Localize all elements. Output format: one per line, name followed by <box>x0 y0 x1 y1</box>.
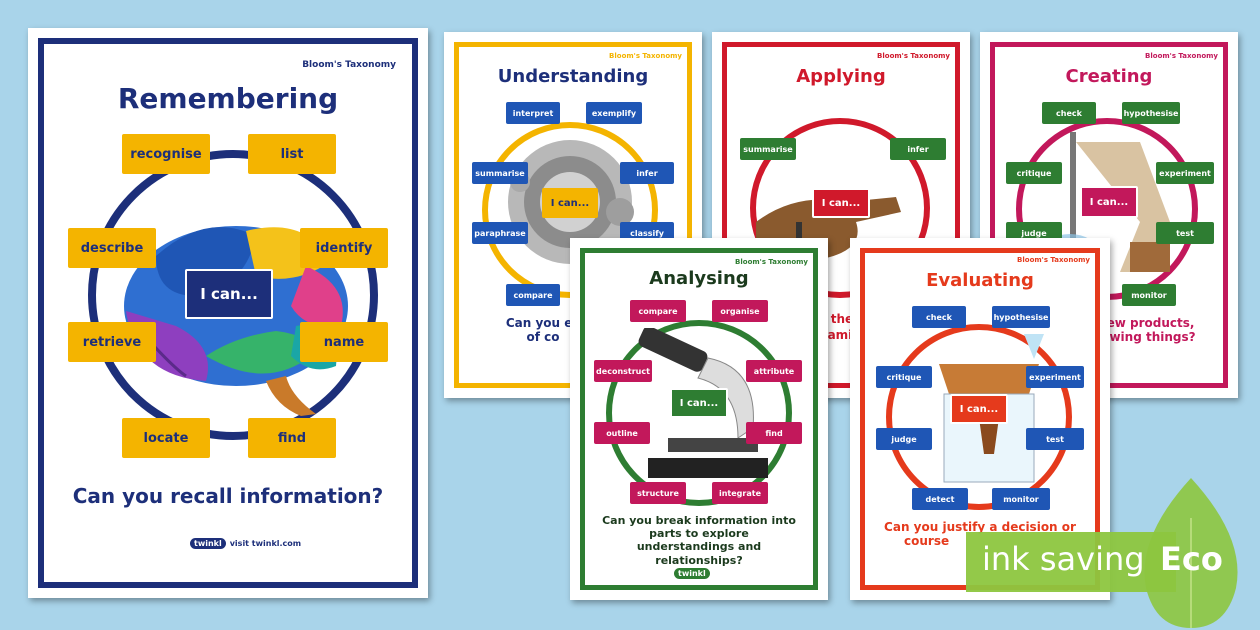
tag-monitor: monitor <box>1122 284 1176 306</box>
tag-interpret: interpret <box>506 102 560 124</box>
microscope-illustration <box>638 328 768 478</box>
poster-question: Can you recall information? <box>72 484 384 508</box>
tag-experiment: experiment <box>1026 366 1084 388</box>
tag-test: test <box>1026 428 1084 450</box>
ink-saving-banner <box>966 532 1176 592</box>
tag-locate: locate <box>122 418 210 458</box>
tag-monitor: monitor <box>992 488 1050 510</box>
tag-critique: critique <box>1006 162 1062 184</box>
tag-exemplify: exemplify <box>586 102 642 124</box>
i-can-box: I can... <box>812 188 870 218</box>
tag-find: find <box>746 422 802 444</box>
poster-frame <box>38 38 418 588</box>
tag-deconstruct: deconstruct <box>594 360 652 382</box>
poster-question: Can you break information into parts to … <box>602 514 796 567</box>
brand-label: Bloom's Taxonomy <box>735 258 808 266</box>
brand-label: Bloom's Taxonomy <box>302 60 396 70</box>
brand-label: Bloom's Taxonomy <box>1145 52 1218 60</box>
understanding-poster: Bloom's Taxonomy Understanding I can... … <box>444 32 702 398</box>
tag-check: check <box>912 306 966 328</box>
tag-critique: critique <box>876 366 932 388</box>
tag-compare: compare <box>506 284 560 306</box>
poster-title: Remembering <box>117 82 339 115</box>
taxonomy-ring <box>750 118 930 298</box>
taxonomy-ring <box>886 324 1072 510</box>
i-can-box: I can... <box>1080 186 1138 218</box>
tag-detect: detect <box>912 488 968 510</box>
tag-compare: compare <box>630 300 686 322</box>
tag-hypothesise: hypothesise <box>1122 102 1180 124</box>
tag-describe: describe <box>68 228 156 268</box>
tag-integrate: integrate <box>712 482 768 504</box>
eco-badge-label: Eco <box>1160 540 1223 578</box>
brand-label: Bloom's Taxonomy <box>877 52 950 60</box>
brand-label: Bloom's Taxonomy <box>609 52 682 60</box>
tag-identify: identify <box>300 228 388 268</box>
analysing-poster: Bloom's Taxonomy Analysing I can... comp… <box>570 238 828 600</box>
i-can-box: I can... <box>670 388 728 418</box>
tag-outline: outline <box>594 422 650 444</box>
tag-paraphrase: paraphrase <box>472 222 528 244</box>
tag-find: find <box>248 418 336 458</box>
poster-title: Evaluating <box>926 270 1034 291</box>
tag-experiment: experiment <box>1156 162 1214 184</box>
tag-retrieve: retrieve <box>68 322 156 362</box>
poster-question-fragment: amil <box>827 328 857 342</box>
taxonomy-ring <box>88 150 378 440</box>
tag-infer: infer <box>620 162 674 184</box>
tag-check: check <box>1042 102 1096 124</box>
tag-list: list <box>248 134 336 174</box>
tag-test: test <box>1156 222 1214 244</box>
i-can-box: I can... <box>542 188 598 218</box>
tag-summarise: summarise <box>740 138 796 160</box>
tag-judge: judge <box>876 428 932 450</box>
ink-saving-label: ink saving <box>982 540 1145 578</box>
poster-title: Understanding <box>497 66 649 87</box>
tag-infer: infer <box>890 138 946 160</box>
poster-frame <box>580 248 818 590</box>
taxonomy-ring <box>606 320 792 506</box>
poster-question-fragment: the <box>830 312 854 326</box>
tag-structure: structure <box>630 482 686 504</box>
i-can-box: I can... <box>950 394 1008 424</box>
poster-title: Analysing <box>649 268 749 289</box>
tag-name: name <box>300 322 388 362</box>
remembering-poster: Bloom's Taxonomy Remembering I can... re… <box>28 28 428 598</box>
twinkl-logo: twinkl <box>674 568 714 579</box>
i-can-box: I can... <box>185 269 273 319</box>
poster-frame <box>722 42 960 388</box>
brand-label: Bloom's Taxonomy <box>1017 256 1090 264</box>
tag-summarise: summarise <box>472 162 528 184</box>
tag-organise: organise <box>712 300 768 322</box>
tag-recognise: recognise <box>122 134 210 174</box>
poster-title: Applying <box>796 66 886 87</box>
tag-attribute: attribute <box>746 360 802 382</box>
tag-hypothesise: hypothesise <box>992 306 1050 328</box>
poster-title: Creating <box>1065 66 1153 87</box>
